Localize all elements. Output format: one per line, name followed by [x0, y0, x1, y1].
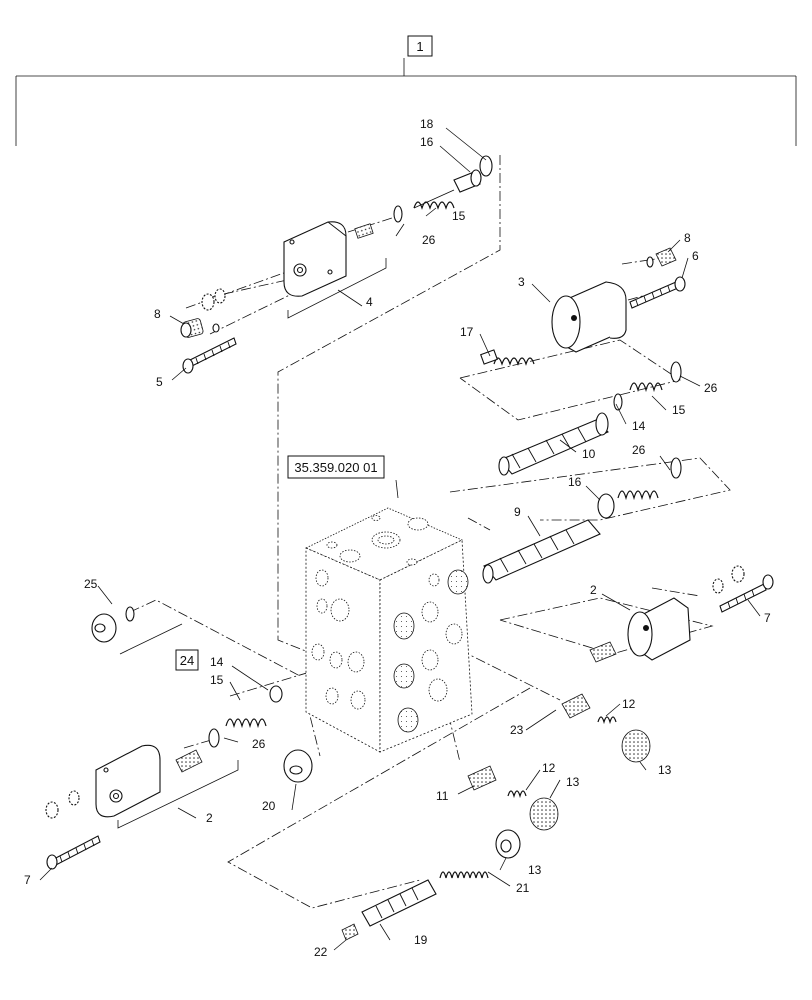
callout-15-b: 15: [672, 403, 686, 417]
callout-13-c: 13: [528, 863, 542, 877]
callout-21: 21: [516, 881, 530, 895]
callout-26-c: 26: [632, 443, 646, 457]
callout-17: 17: [460, 325, 474, 339]
callout-25: 25: [84, 577, 98, 591]
callout-22: 22: [314, 945, 328, 959]
callout-7-left: 7: [24, 873, 31, 887]
callout-19: 19: [414, 933, 428, 947]
callout-15: 15: [452, 209, 466, 223]
callout-14-b: 14: [210, 655, 224, 669]
callout-26-b: 26: [704, 381, 718, 395]
callout-10: 10: [582, 447, 596, 461]
callout-2-left: 2: [206, 811, 213, 825]
callout-26-d: 26: [252, 737, 266, 751]
block-reference-box: [287, 455, 385, 479]
callout-12-b: 12: [542, 761, 556, 775]
callout-20: 20: [262, 799, 276, 813]
spool-10: [498, 412, 609, 476]
callout-12: 12: [622, 697, 636, 711]
valve-block: [305, 507, 473, 753]
relief-valve-group-top: [180, 155, 493, 374]
spool-9: [482, 457, 682, 584]
callout-5: 5: [156, 375, 163, 389]
callout-14: 14: [632, 419, 646, 433]
callout-15-c: 15: [210, 673, 224, 687]
callout-11: 11: [436, 789, 449, 803]
callout-2: 2: [590, 583, 597, 597]
callout-24: 24: [180, 653, 194, 668]
bottom-parts: [341, 693, 651, 941]
callout-8: 8: [154, 307, 161, 321]
assembly-bracket: [15, 35, 797, 146]
callout-8-right: 8: [684, 231, 691, 245]
callout-24-box: [175, 649, 199, 671]
callout-numbers: 18 16 15 26 4 8 5 8 6 3 17 26 15 14 10 2…: [24, 117, 771, 959]
leader-lines: [39, 127, 761, 951]
callout-3: 3: [518, 275, 525, 289]
callout-7: 7: [764, 611, 771, 625]
callout-6: 6: [692, 249, 699, 263]
callout-23: 23: [510, 723, 524, 737]
cartridge-3: [480, 247, 686, 411]
callout-4: 4: [366, 295, 373, 309]
callout-18: 18: [420, 117, 434, 131]
callout-16-b: 16: [568, 475, 582, 489]
block-reference-label: 35.359.020 01: [294, 460, 377, 475]
callout-13: 13: [658, 763, 672, 777]
callout-13-b: 13: [566, 775, 580, 789]
callout-16: 16: [420, 135, 434, 149]
left-parts: [45, 606, 313, 870]
callout-9: 9: [514, 505, 521, 519]
callout-26: 26: [422, 233, 436, 247]
cartridge-2-right: [589, 565, 774, 663]
callout-1: 1: [416, 39, 423, 54]
